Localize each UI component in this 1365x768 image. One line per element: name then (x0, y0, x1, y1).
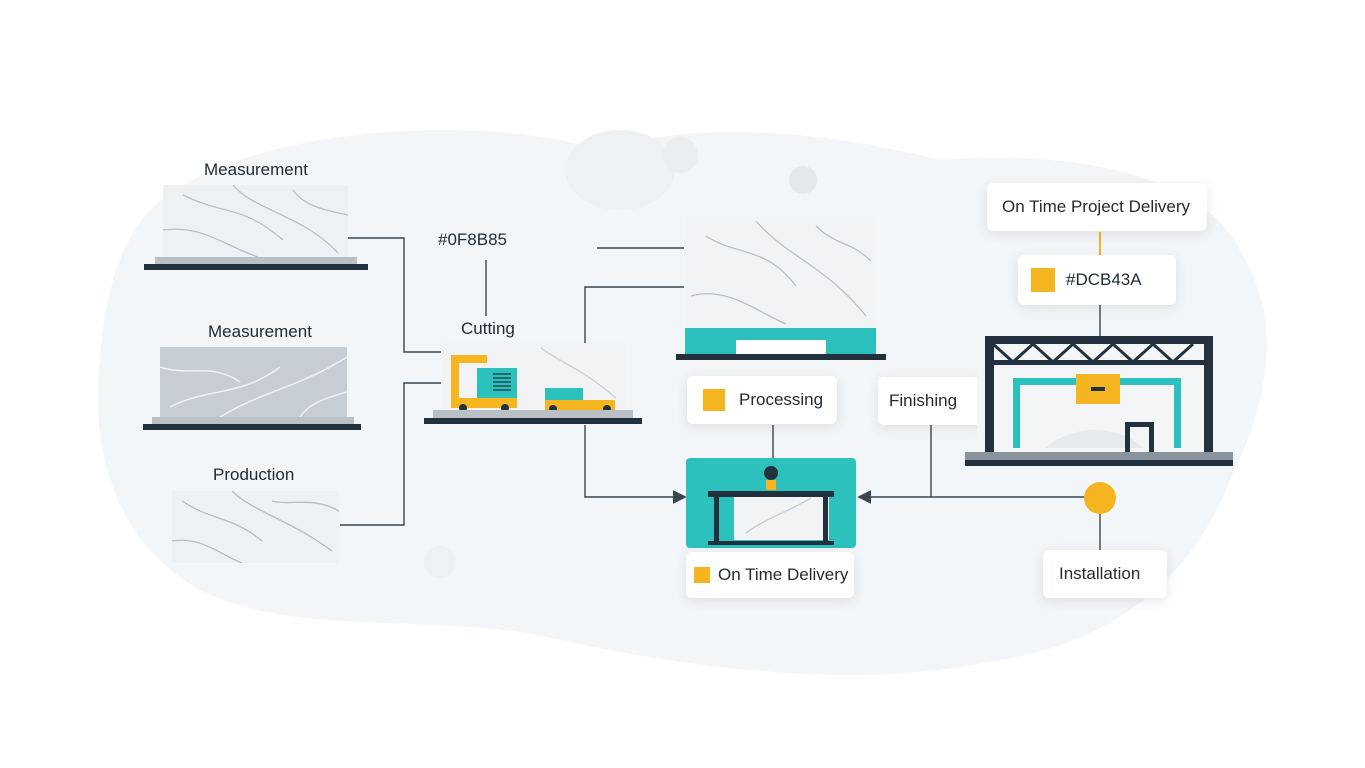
label-production: Production (213, 465, 295, 484)
background-bubble (662, 137, 698, 173)
label-measurement-2: Measurement (208, 322, 312, 341)
slab-base (155, 257, 357, 264)
label-on-time-delivery: On Time Delivery (718, 565, 849, 584)
installation-card: Installation (1043, 550, 1167, 598)
color-code-gold-card: #DCB43A (1018, 255, 1176, 305)
label-finishing: Finishing (889, 391, 958, 410)
finishing-card: Finishing (878, 377, 988, 425)
background-bubble (424, 546, 456, 578)
marble-slab-icon (163, 185, 348, 257)
label-measurement-1: Measurement (204, 160, 308, 179)
marble-slab-icon (160, 347, 347, 417)
on-time-delivery-card: On Time Delivery (686, 552, 854, 598)
shelf (143, 424, 361, 430)
background-bubble (789, 166, 817, 194)
connector-measurement-cutting (348, 237, 444, 353)
label-color-code-gold: #DCB43A (1066, 270, 1142, 289)
connector-production-cutting (340, 382, 444, 526)
background-blob-small (565, 130, 675, 210)
connector-cutting-processing (584, 425, 687, 504)
label-on-time-project-delivery: On Time Project Delivery (1002, 197, 1190, 216)
label-installation: Installation (1059, 564, 1141, 583)
processing-card: Processing (687, 376, 837, 424)
shelf (144, 264, 368, 270)
gold-swatch-icon (1031, 268, 1055, 292)
gantry-crane-icon (965, 336, 1233, 466)
gold-swatch-icon (703, 389, 725, 411)
gold-swatch-icon (694, 567, 710, 583)
cutting-machine-icon (441, 343, 626, 413)
marble-slab-icon (172, 491, 339, 563)
processing-press-icon (686, 458, 856, 548)
polishing-table-icon (676, 216, 886, 360)
label-color-code-teal: #0F8B85 (438, 230, 507, 249)
background-blob (97, 130, 1267, 675)
machine-base (433, 410, 633, 418)
status-dot-icon (1084, 482, 1116, 514)
on-time-project-delivery-card: On Time Project Delivery (987, 183, 1207, 231)
shelf (424, 418, 642, 424)
connector-slab-cutting (584, 286, 684, 365)
label-cutting: Cutting (461, 319, 515, 338)
label-processing: Processing (739, 390, 824, 409)
slab-base (152, 417, 354, 424)
